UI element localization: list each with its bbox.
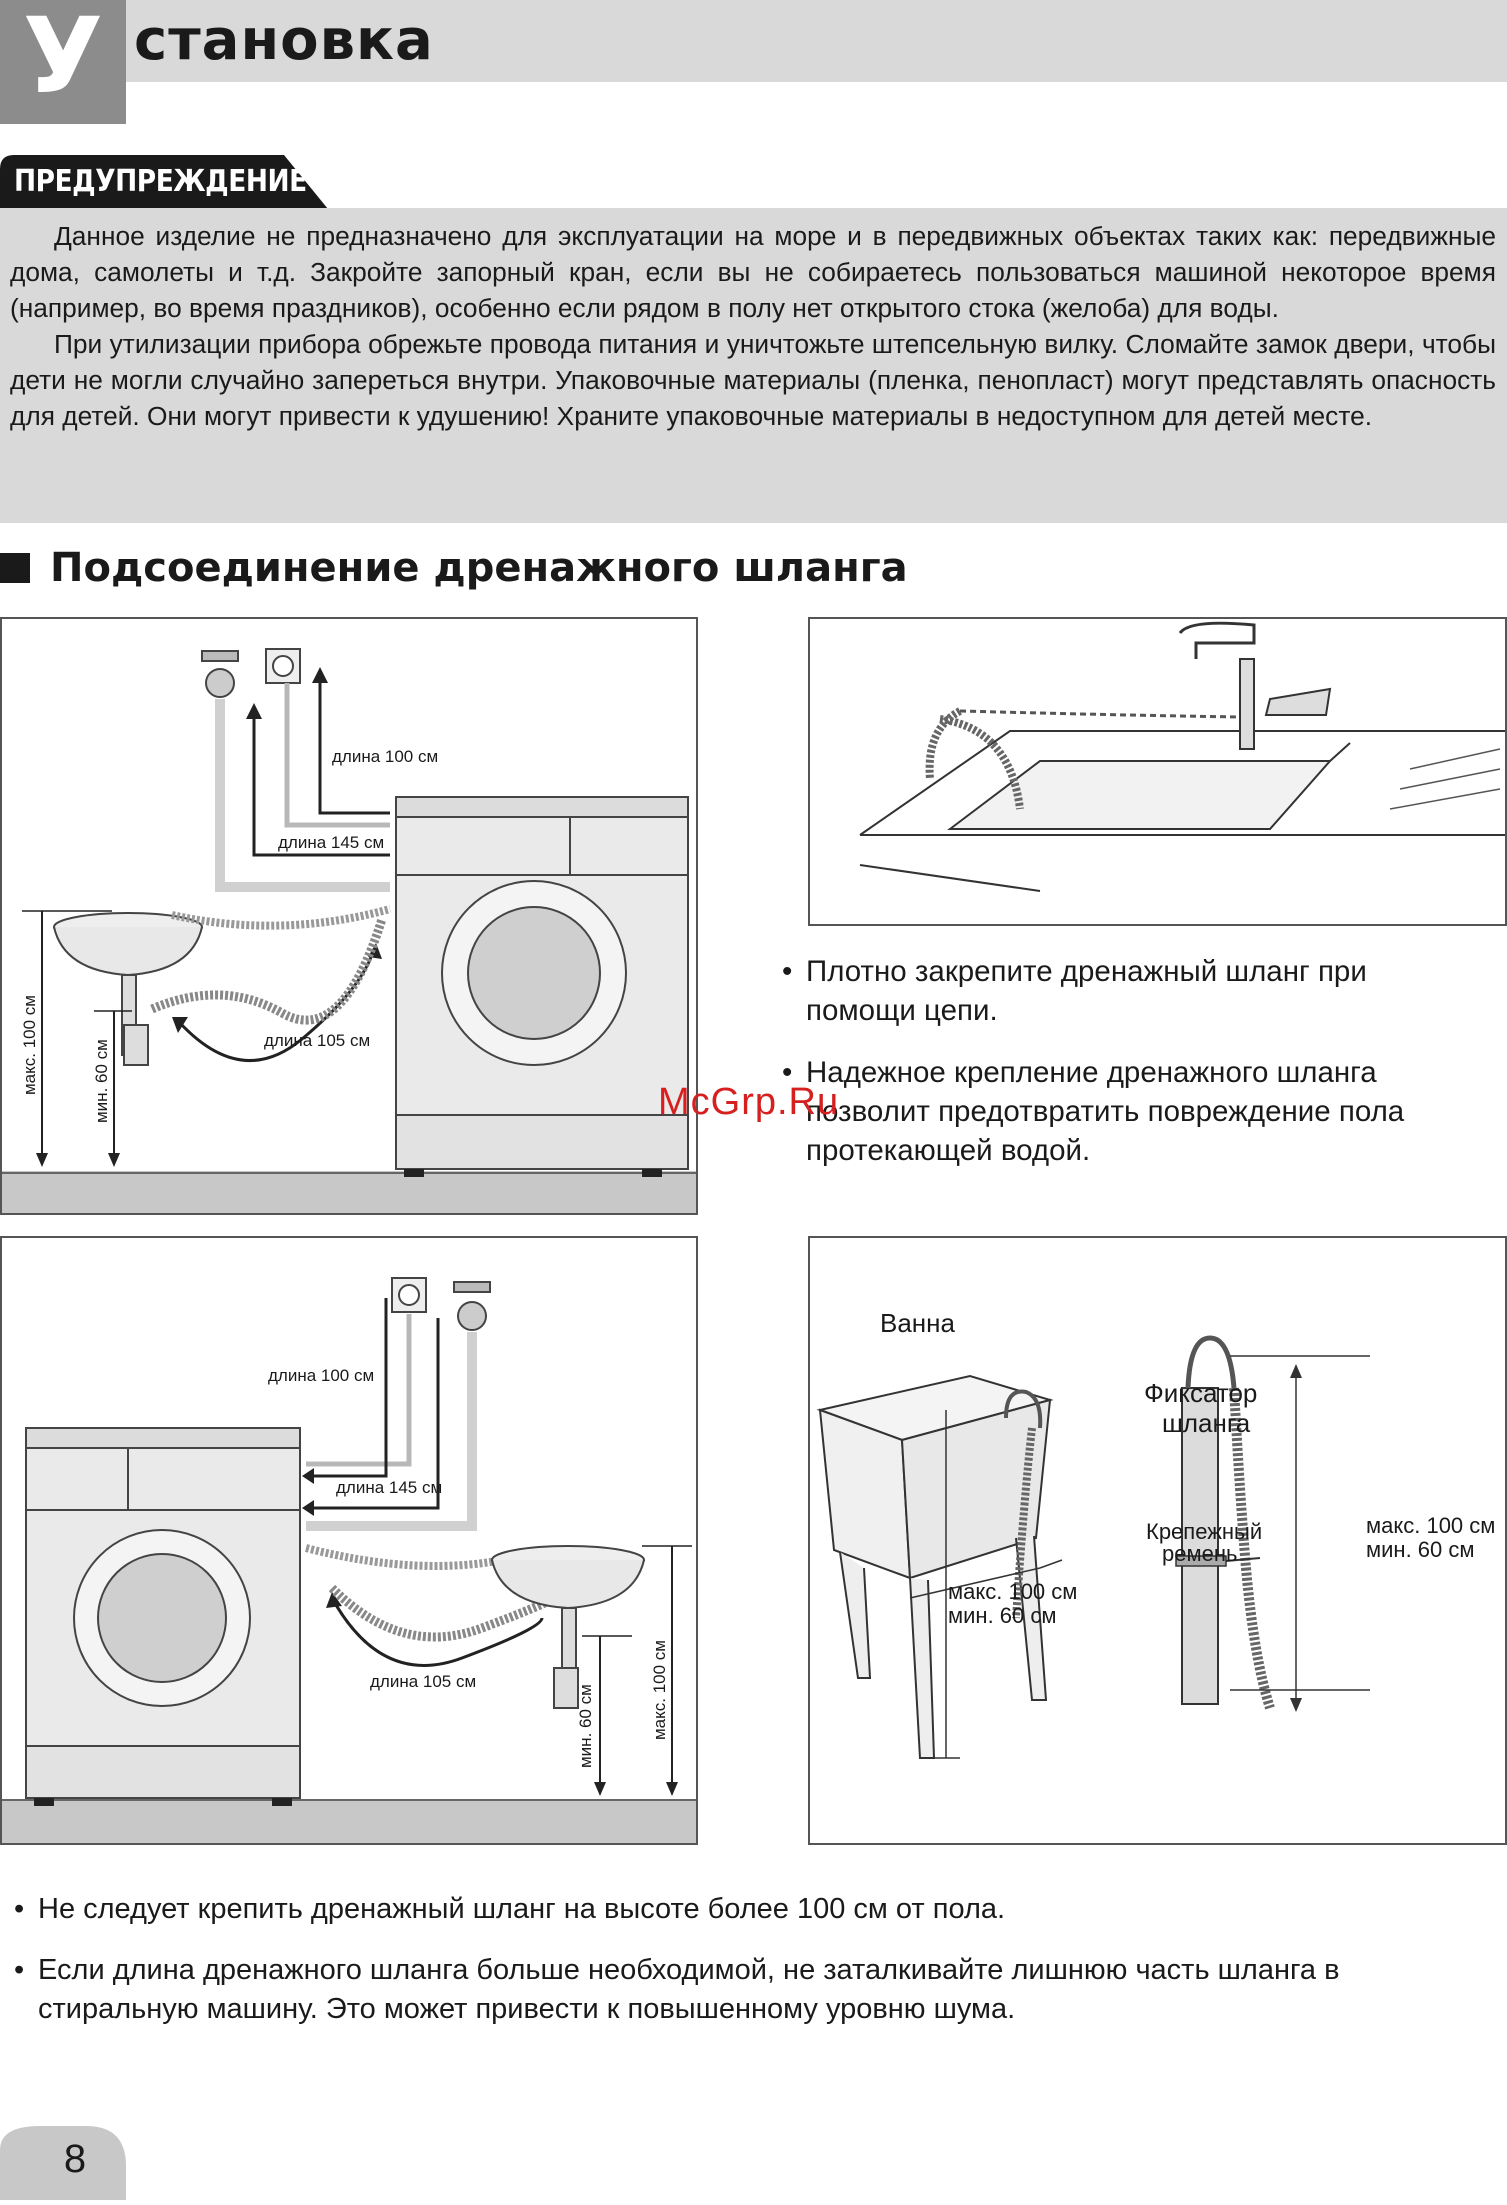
fig4-clamp-label-2: шланга bbox=[1162, 1408, 1251, 1438]
fig1-min-60-label: мин. 60 см bbox=[92, 1039, 111, 1123]
figure-bathtub: Ванна Фиксатор шланга Крепежный ремень м… bbox=[808, 1236, 1507, 1845]
fig1-max-100-label: макс. 100 см bbox=[20, 995, 39, 1095]
fig4-side-min-label: мин. 60 см bbox=[1366, 1537, 1475, 1562]
right-note-2: • Надежное крепление дренажного шланга п… bbox=[782, 1053, 1482, 1170]
page-number: 8 bbox=[63, 2137, 87, 2181]
header-bar bbox=[125, 0, 1507, 82]
bottom-note-2-text: Если длина дренажного шланга больше необ… bbox=[38, 1954, 1340, 2025]
header-letter-box: У bbox=[0, 0, 126, 124]
fig3-length-100-label: длина 100 см bbox=[268, 1366, 375, 1385]
bottom-notes: • Не следует крепить дренажный шланг на … bbox=[14, 1890, 1494, 2051]
figure-washer-right-drawing bbox=[2, 648, 696, 1213]
fig1-length-100-label: длина 100 см bbox=[332, 747, 439, 766]
fig4-clamp-label-1: Фиксатор bbox=[1144, 1378, 1258, 1408]
fig3-length-105-label: длина 105 см bbox=[370, 1672, 477, 1691]
warning-tab bbox=[0, 155, 328, 209]
figure-sink-chain-drawing bbox=[859, 621, 1505, 892]
watermark: McGrp.Ru bbox=[658, 1081, 840, 1123]
figure-washer-right: длина 100 см длина 145 см длина 105 см м… bbox=[0, 617, 698, 1215]
fig1-length-105-label: длина 105 см bbox=[264, 1031, 371, 1050]
bullet-icon: • bbox=[14, 1893, 25, 1925]
bullet-icon: • bbox=[782, 955, 793, 988]
figure-sink-chain bbox=[808, 617, 1507, 926]
fig3-length-145-label: длина 145 см bbox=[336, 1478, 443, 1497]
figure-bathtub-drawing bbox=[816, 1335, 1370, 1759]
fig3-min-60-label: мин. 60 см bbox=[576, 1684, 595, 1768]
right-note-1: • Плотно закрепите дренажный шланг при п… bbox=[782, 952, 1482, 1030]
bottom-note-1: • Не следует крепить дренажный шланг на … bbox=[14, 1890, 1494, 1929]
fig4-tub-max-label: макс. 100 см bbox=[948, 1579, 1078, 1604]
fig4-tub-min-label: мин. 60 см bbox=[948, 1603, 1057, 1628]
bottom-note-2: • Если длина дренажного шланга больше не… bbox=[14, 1951, 1494, 2029]
right-notes: • Плотно закрепите дренажный шланг при п… bbox=[782, 952, 1482, 1193]
bullet-icon: • bbox=[14, 1954, 25, 1986]
page-title: становка bbox=[134, 8, 434, 73]
section-square-icon bbox=[0, 553, 30, 583]
figure-washer-left: длина 100 см длина 145 см длина 105 см м… bbox=[0, 1236, 698, 1845]
figure-washer-left-drawing bbox=[2, 1277, 696, 1843]
fig4-side-max-label: макс. 100 см bbox=[1366, 1513, 1496, 1538]
header-letter: У bbox=[22, 0, 104, 117]
fig4-strap-label-1: Крепежный bbox=[1146, 1519, 1263, 1544]
bottom-note-1-text: Не следует крепить дренажный шланг на вы… bbox=[38, 1893, 1006, 1925]
warning-paragraph-2: При утилизации прибора обрежьте провода … bbox=[10, 329, 1496, 431]
fig3-max-100-label: макс. 100 см bbox=[650, 1640, 669, 1740]
warning-box bbox=[0, 208, 1507, 523]
fig4-strap-label-2: ремень bbox=[1162, 1541, 1238, 1566]
warning-text: Данное изделие не предназначено для эксп… bbox=[10, 218, 1496, 434]
warning-paragraph-1: Данное изделие не предназначено для эксп… bbox=[10, 221, 1496, 323]
right-note-1-text: Плотно закрепите дренажный шланг при пом… bbox=[806, 955, 1367, 1027]
bullet-icon: • bbox=[782, 1056, 793, 1089]
page-number-tab bbox=[0, 2120, 126, 2200]
right-note-2-text: Надежное крепление дренажного шланга поз… bbox=[806, 1056, 1405, 1167]
fig1-length-145-label: длина 145 см bbox=[278, 833, 385, 852]
section-title: Подсоединение дренажного шланга bbox=[50, 545, 908, 591]
warning-label: ПРЕДУПРЕЖДЕНИЕ bbox=[14, 164, 307, 199]
fig4-bath-label: Ванна bbox=[880, 1308, 955, 1338]
